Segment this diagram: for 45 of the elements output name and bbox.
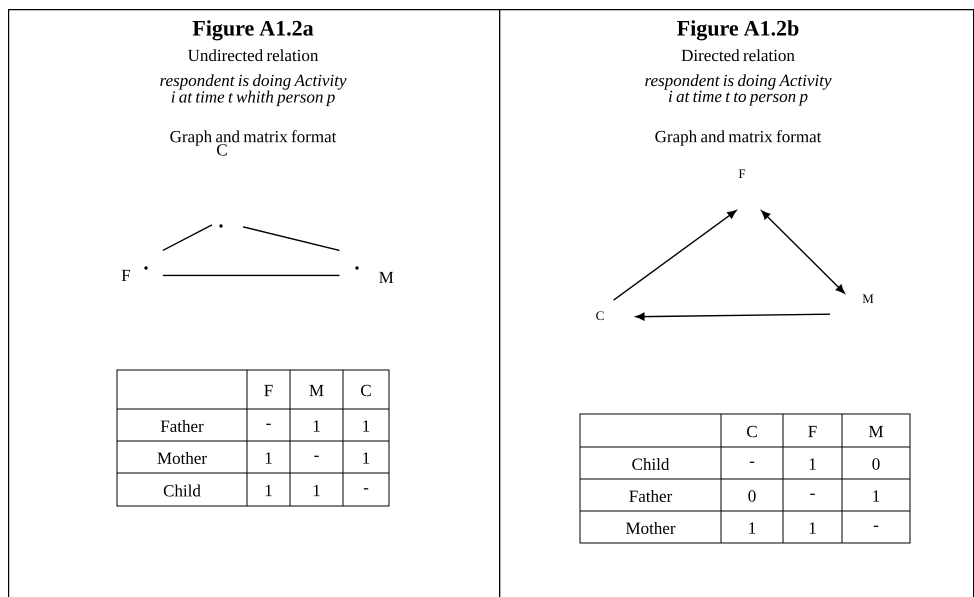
node-label: C	[217, 144, 227, 156]
row-header: Child	[632, 458, 670, 470]
row-header: Father	[629, 490, 672, 502]
connector-line	[162, 224, 212, 252]
matrix-value: 0	[872, 458, 880, 470]
matrix-value: -	[750, 462, 754, 463]
column-header: F	[808, 426, 817, 438]
matrix-value: -	[810, 494, 815, 495]
row-header: Father	[160, 420, 204, 432]
matrix-value: -	[266, 424, 271, 425]
graph-vertex: F	[738, 169, 746, 178]
matrix-value: -	[314, 456, 319, 457]
column-header: C	[361, 384, 371, 396]
connector-line	[162, 274, 340, 276]
matrix-value: 1	[363, 452, 370, 464]
node-label: F	[122, 270, 130, 282]
matrix-value: -	[364, 488, 368, 490]
matrix-value: 1	[266, 452, 272, 464]
matrix-value: 0	[748, 490, 756, 502]
matrix-value: 1	[314, 420, 320, 432]
matrix-value: 1	[266, 484, 272, 496]
column-header: M	[309, 384, 324, 396]
matrix-value: 1	[873, 490, 880, 502]
row-header: Child	[164, 484, 201, 496]
graph-vertex: F	[122, 266, 148, 281]
matrix-value: 1	[314, 484, 320, 496]
node-label: M	[379, 272, 394, 284]
arrow	[613, 210, 737, 301]
graph-vertex: C	[217, 144, 227, 228]
row-header: Mother	[626, 522, 676, 534]
row-header: Mother	[157, 452, 207, 464]
matrix-value: -	[874, 526, 878, 527]
matrix-value: 1	[810, 522, 816, 534]
column-header: F	[264, 384, 273, 396]
arrow	[761, 210, 845, 294]
matrix-value: 1	[749, 522, 756, 534]
graph-vertex: C	[596, 311, 604, 320]
matrix-value: 1	[810, 458, 816, 470]
matrix-value: 1	[363, 420, 370, 432]
graph-vertex: M	[862, 294, 874, 303]
column-header: M	[868, 426, 884, 438]
column-header: C	[747, 426, 757, 438]
graph-vertex: M	[355, 266, 394, 283]
connector-line	[242, 226, 340, 252]
arrow	[636, 312, 830, 321]
